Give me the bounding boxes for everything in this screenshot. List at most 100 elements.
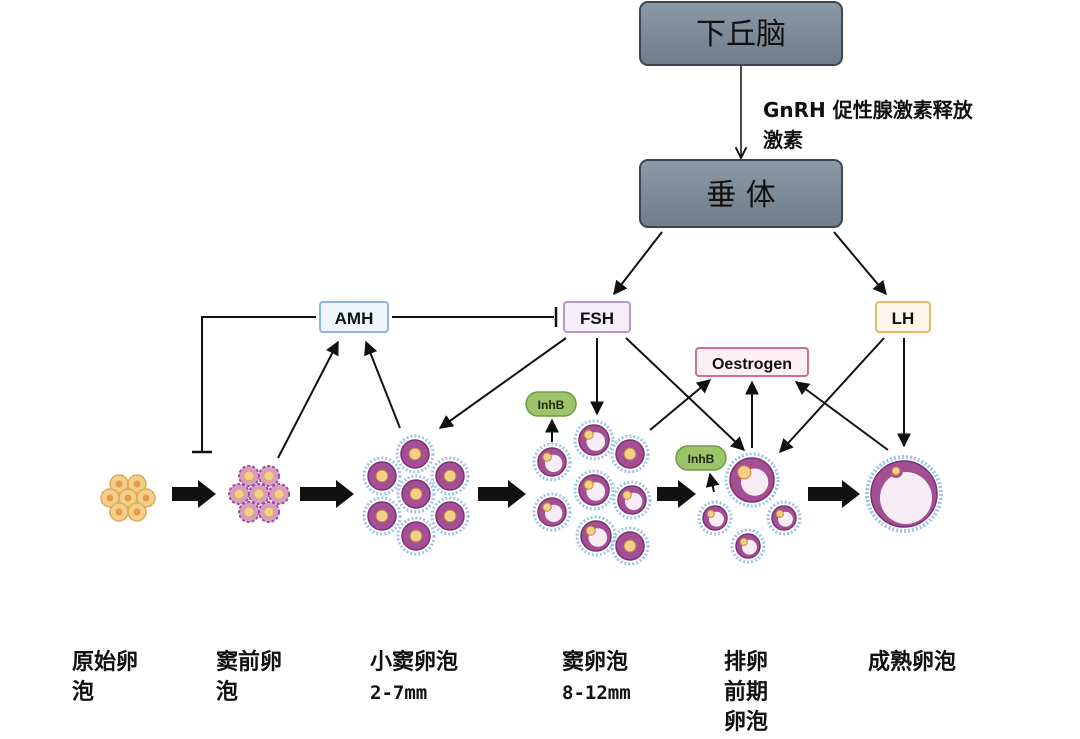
antral-oocyte [623, 447, 637, 461]
antral-follicle-halo [532, 492, 572, 532]
progression-arrow-1 [172, 480, 216, 508]
progression-arrow-3 [478, 480, 526, 508]
fsh-to-small-antral-arrow [438, 337, 567, 429]
antral-oocyte [375, 469, 389, 483]
lh-label: LH [892, 309, 915, 328]
stage-caption-size: 2-7mm [370, 682, 428, 704]
stage-caption-line: 窦前卵 [216, 650, 283, 675]
oestrogen-label: Oestrogen [712, 356, 792, 373]
inhb-antral-label: InhB [538, 398, 565, 412]
antral-follicle-halo [430, 496, 470, 536]
antral-follicle-halo [396, 516, 436, 556]
antral-follicle-halo [532, 442, 572, 482]
mature-oocyte [891, 466, 901, 476]
antral-oocyte [737, 465, 752, 480]
stage-caption-line: 泡 [216, 680, 239, 705]
stage-caption-line: 泡 [72, 680, 95, 705]
stage-caption-line: 窦卵泡 [562, 650, 629, 675]
preantral-oocyte [243, 506, 255, 518]
progression-arrows [172, 480, 860, 508]
antral-follicle-halo [730, 528, 766, 564]
stage-caption-line: 排卵 [724, 650, 769, 675]
stage-caption-line: 卵泡 [724, 710, 769, 735]
amh-inhibits-primordial-line [201, 316, 316, 452]
stage-caption-small-antral: 小窦卵泡 2-7mm [370, 648, 458, 708]
stage-caption-preovulatory: 排卵 前期 卵泡 [724, 648, 768, 738]
inhb-badge-preovulatory: InhB [675, 445, 727, 471]
antral-follicle-halo [396, 474, 436, 514]
antral-oocyte [409, 487, 423, 501]
primordial-oocyte [115, 480, 123, 488]
hypothalamus-box: 下丘脑 [639, 1, 843, 66]
preantral-oocyte [253, 488, 265, 500]
progression-arrow-5 [808, 480, 860, 508]
preantral-oocyte [273, 488, 285, 500]
small-antral-to-amh-arrow [364, 340, 401, 429]
stage-caption-mature: 成熟卵泡 [868, 648, 956, 678]
preantral-oocyte [263, 470, 275, 482]
antral-follicle-halo [430, 456, 470, 496]
antral-follicle-halo [612, 480, 652, 520]
primordial-oocyte [142, 494, 150, 502]
lh-box: LH [875, 301, 931, 333]
pituitary-to-lh-arrow [833, 231, 887, 296]
stage-caption-antral: 窦卵泡 8-12mm [562, 648, 631, 708]
antral-follicle-halo [362, 456, 402, 496]
progression-arrow-2 [300, 480, 354, 508]
primordial-oocyte [133, 508, 141, 516]
gnrh-label-line2: 激素 [763, 128, 803, 152]
antral-oocyte [706, 509, 715, 518]
follicle-cluster-layer [100, 419, 943, 566]
antral-oocyte [443, 509, 457, 523]
primordial-oocyte [115, 508, 123, 516]
antral-oocyte [739, 537, 748, 546]
antral-oocyte [775, 509, 784, 518]
antral-oocyte [583, 429, 594, 440]
fsh-label: FSH [580, 309, 614, 328]
lh-to-preovulatory-arrow [779, 337, 885, 454]
amh-label: AMH [335, 309, 374, 328]
antral-follicle-halo [395, 434, 435, 474]
fsh-to-preovulatory-arrow [625, 337, 746, 451]
pituitary-box: 垂 体 [639, 159, 843, 228]
antral-oocyte [583, 479, 594, 490]
stage-caption-primordial: 原始卵 泡 [72, 648, 138, 708]
antral-follicle-halo [697, 500, 733, 536]
stage-caption-line: 前期 [724, 680, 769, 705]
mature-follicle-halo [865, 455, 943, 533]
gnrh-label-line1: GnRH 促性腺激素释放 [763, 98, 974, 122]
inhb-badge-antral: InhB [525, 391, 577, 417]
antral-oocyte [585, 525, 596, 536]
antral-follicle-halo [573, 469, 615, 511]
fsh-box: FSH [563, 301, 631, 333]
mature-to-oestrogen-arrow [794, 381, 889, 451]
antral-follicle-halo [362, 496, 402, 536]
hypothalamus-label: 下丘脑 [696, 17, 786, 52]
progression-arrow-4 [657, 480, 696, 508]
antral-follicle-halo [575, 515, 617, 557]
primordial-oocyte [106, 494, 114, 502]
antral-oocyte [408, 447, 422, 461]
antral-to-oestrogen-arrow [649, 379, 712, 431]
preovulatory-to-inhb-arrow [705, 472, 720, 493]
antral-oocyte [622, 490, 632, 500]
stage-caption-line: 小窦卵泡 [370, 650, 459, 675]
antral-follicle-halo [610, 434, 650, 474]
mature-follicle-cavity [880, 472, 932, 524]
antral-oocyte [542, 502, 552, 512]
antral-oocyte [375, 509, 389, 523]
antral-oocyte [443, 469, 457, 483]
pituitary-to-fsh-arrow [613, 231, 663, 296]
antral-oocyte [409, 529, 423, 543]
antral-oocyte [542, 452, 552, 462]
antral-oocyte [623, 539, 637, 553]
preantral-oocyte [243, 470, 255, 482]
inhb-preovulatory-label: InhB [688, 452, 715, 466]
stage-caption-size: 8-12mm [562, 682, 631, 704]
oestrogen-box: Oestrogen [695, 347, 809, 377]
stage-caption-line: 成熟卵泡 [868, 650, 957, 675]
stage-caption-line: 原始卵 [72, 650, 139, 675]
stage-caption-preantral: 窦前卵 泡 [216, 648, 282, 708]
primordial-oocyte [133, 480, 141, 488]
